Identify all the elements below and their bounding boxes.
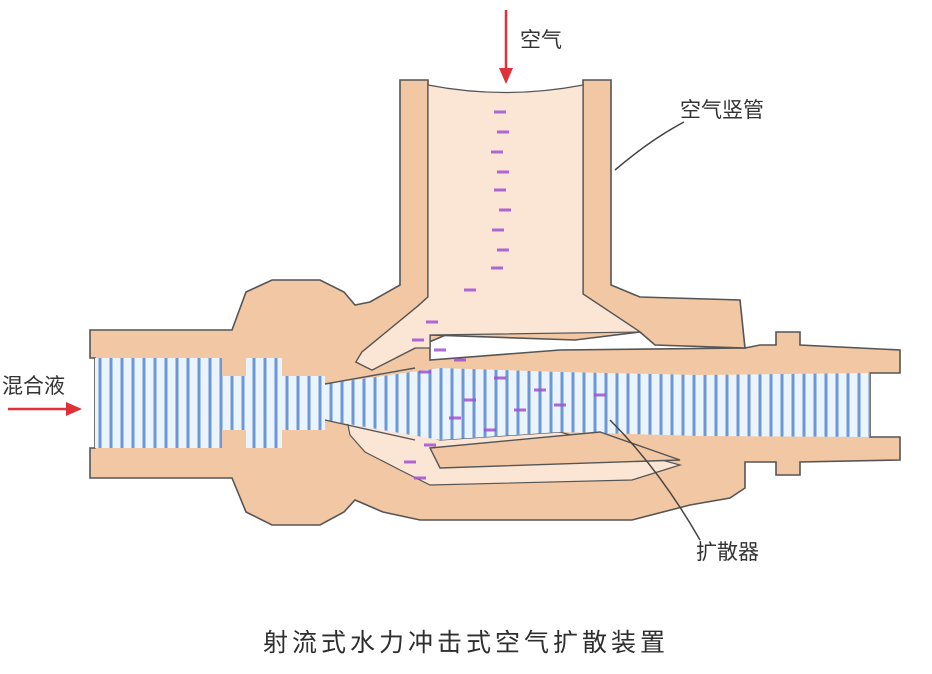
nozzle-tip-upper: [324, 367, 416, 385]
air-bubble: [449, 416, 461, 420]
air-bubble: [497, 130, 509, 134]
air-bubble: [426, 320, 438, 324]
liquid-inlet-arrow: [8, 402, 82, 416]
air-bubble: [514, 408, 526, 412]
diffuser-leader-line: [609, 419, 701, 541]
air-bubble: [414, 476, 426, 480]
air-bubble: [594, 393, 606, 397]
air-bubble: [464, 398, 476, 402]
air-bubble: [434, 348, 446, 352]
air-bubble: [494, 188, 506, 192]
air-bubble: [412, 338, 424, 342]
air-bubbles: [404, 110, 606, 480]
air-bubble: [554, 403, 566, 407]
air-bubble: [491, 266, 503, 270]
air-bubble: [497, 248, 509, 252]
air-bubble: [454, 358, 466, 362]
air-bubble: [491, 150, 503, 154]
air-chamber: [355, 84, 642, 371]
air-label: 空气: [520, 28, 562, 52]
air-bubble: [464, 288, 476, 292]
diffuser-label: 扩散器: [696, 540, 759, 564]
diagram-caption: 射流式水力冲击式空气扩散装置: [262, 628, 669, 657]
air-bubble: [499, 208, 511, 212]
air-bubble: [484, 428, 496, 432]
air-riser-label: 空气竖管: [680, 98, 764, 122]
air-bubble: [424, 443, 436, 447]
air-bubble: [494, 376, 506, 380]
air-bubble: [404, 460, 416, 464]
air-bubble: [492, 228, 504, 232]
nozzle-tip-lower: [324, 419, 416, 441]
air-inlet-arrow: [499, 10, 513, 84]
air-bubble: [497, 170, 509, 174]
mixed-liquor-label: 混合液: [2, 374, 65, 398]
air-bubble: [534, 388, 546, 392]
diffuser-lower-wall: [428, 431, 681, 469]
riser-leader-line: [614, 121, 685, 171]
air-bubble: [419, 370, 431, 374]
air-bubble: [494, 110, 506, 114]
